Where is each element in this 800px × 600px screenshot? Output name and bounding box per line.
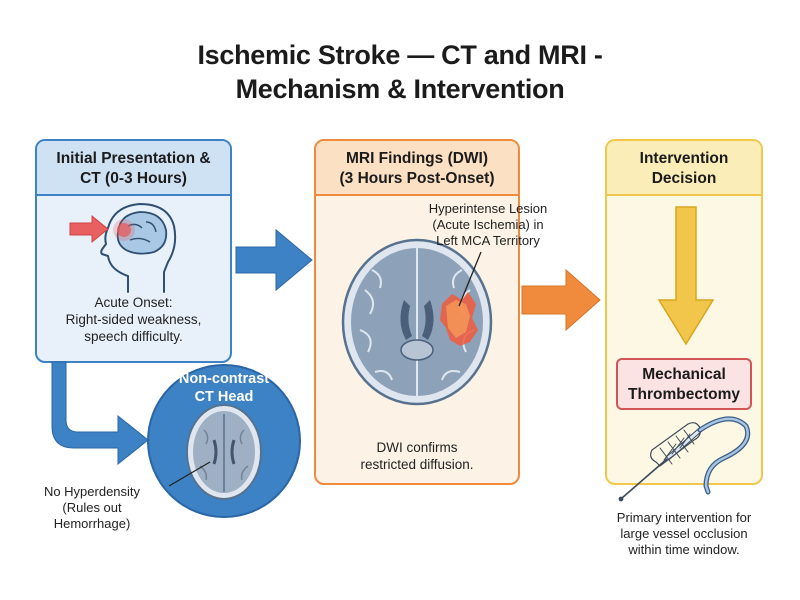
panel-mri-findings-header: MRI Findings (DWI) (3 Hours Post-Onset) [316,141,518,196]
lesion-annotation-text: Hyperintense Lesion (Acute Ischemia) in … [424,201,552,249]
arrow-to-intervention [521,268,601,332]
ct-annotation-pointer [168,461,211,487]
arrow-down-decision [657,206,715,346]
panel-intervention-decision-header: Intervention Decision [607,141,761,196]
red-pointer-arrow [69,214,109,244]
panel1-body-text: Acute Onset: Right-sided weakness, speec… [37,294,230,345]
panel1-body-line-1: Acute Onset: [94,295,173,310]
panel3-footer-line-2: large vessel occlusion [620,526,748,541]
panel3-header-line-1: Intervention [639,150,729,167]
lesion-line-1: Hyperintense Lesion [428,201,548,216]
lesion-annotation-pointer [458,251,482,307]
panel2-footer-line-1: DWI confirms [376,440,458,455]
panel1-body-line-2: Right-sided weakness, [65,312,202,327]
diagram-title: Ischemic Stroke — CT and MRI - Mechanism… [0,38,800,106]
brain-in-head-icon [113,211,168,255]
ct-label-line-1: Non-contrast [178,371,270,387]
head-profile-icon [100,203,177,293]
lesion-line-2: (Acute Ischemia) in [432,217,544,232]
panel2-footer-line-2: restricted diffusion. [360,457,474,472]
mri-brain-image [341,238,493,406]
ct-brain-slice [186,404,262,500]
ct-annotation-text: No Hyperdensity (Rules out Hemorrhage) [28,484,156,532]
panel2-header-line-2: (3 Hours Post-Onset) [339,170,495,187]
panel2-header-line-1: MRI Findings (DWI) [345,150,489,167]
panel3-footer-line-1: Primary intervention for [616,510,752,525]
arrow-to-ct-circle [51,361,149,466]
ct-annotation-line-3: Hemorrhage) [53,516,131,531]
title-line-2: Mechanism & Intervention [235,74,565,104]
thrombectomy-box: Mechanical Thrombectomy [616,358,752,410]
thrombectomy-line-1: Mechanical [642,366,726,383]
ct-circle-label: Non-contrast CT Head [168,370,280,406]
thrombectomy-line-2: Thrombectomy [628,386,740,403]
panel1-header-line-2: CT (0-3 Hours) [80,170,187,187]
title-line-1: Ischemic Stroke — CT and MRI - [197,40,603,70]
panel3-footer-text: Primary intervention for large vessel oc… [596,510,772,558]
panel-initial-presentation: Initial Presentation & CT (0-3 Hours) Ac… [35,139,232,363]
panel2-footer-text: DWI confirms restricted diffusion. [316,439,518,473]
panel3-header-line-2: Decision [651,170,717,187]
ct-annotation-line-2: (Rules out [62,500,122,515]
panel1-header-line-1: Initial Presentation & [56,150,211,167]
panel1-body-line-3: speech difficulty. [84,329,183,344]
lesion-line-3: Left MCA Territory [436,233,540,248]
ct-annotation-line-1: No Hyperdensity [43,484,141,499]
ct-label-line-2: CT Head [194,389,254,405]
panel-initial-presentation-header: Initial Presentation & CT (0-3 Hours) [37,141,230,196]
stent-retriever-icon [618,416,751,502]
arrow-to-mri [235,228,313,292]
panel3-footer-line-3: within time window. [628,542,740,557]
